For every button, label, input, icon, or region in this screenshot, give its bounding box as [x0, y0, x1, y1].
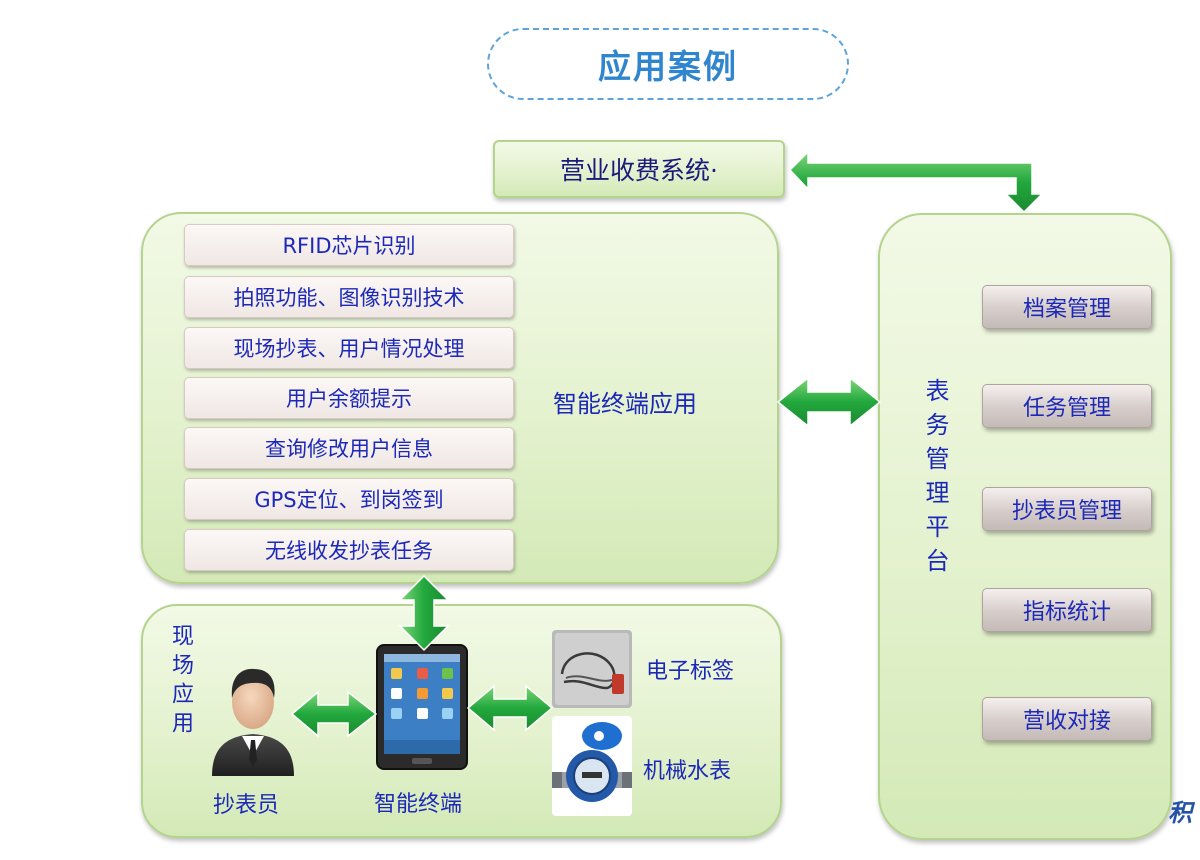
function-item-rfid: RFID芯片识别 — [184, 224, 514, 266]
smart-terminal-app-label: 智能终端应用 — [553, 390, 697, 418]
function-item-balance: 用户余额提示 — [184, 377, 514, 419]
electronic-tag-caption: 电子标签 — [646, 659, 735, 684]
page-title: 应用案例 — [487, 28, 849, 100]
function-item-gps: GPS定位、到岗签到 — [184, 478, 514, 520]
meter-reader-caption: 抄表员 — [213, 793, 280, 818]
terminal-devices-arrow — [466, 684, 554, 732]
water-meter-caption: 机械水表 — [643, 759, 732, 784]
function-item-wireless: 无线收发抄表任务 — [184, 529, 514, 571]
app-platform-arrow — [776, 376, 882, 428]
smart-terminal-caption: 智能终端 — [374, 792, 463, 817]
meter-management-platform-label: 表务管理平台 — [921, 378, 949, 582]
module-archive-management: 档案管理 — [982, 285, 1152, 329]
watermark-text: 积 — [1168, 799, 1192, 827]
app-terminal-arrow — [398, 574, 450, 652]
module-meter-reader-management: 抄表员管理 — [982, 487, 1152, 531]
function-item-onsite-reading: 现场抄表、用户情况处理 — [184, 327, 514, 369]
electronic-tag-icon — [552, 630, 632, 708]
module-revenue-integration: 营收对接 — [982, 697, 1152, 741]
billing-system-box: 营业收费系统· — [493, 140, 785, 198]
module-indicator-statistics: 指标统计 — [982, 588, 1152, 632]
meter-reader-icon — [212, 668, 294, 776]
module-task-management: 任务管理 — [982, 384, 1152, 428]
reader-terminal-arrow — [290, 690, 378, 738]
water-meter-icon — [552, 716, 632, 816]
function-item-photo: 拍照功能、图像识别技术 — [184, 276, 514, 318]
function-item-query-user: 查询修改用户信息 — [184, 427, 514, 469]
field-application-label: 现场应用 — [168, 624, 193, 740]
billing-platform-arrow — [788, 150, 1044, 214]
smart-terminal-icon — [376, 644, 468, 770]
